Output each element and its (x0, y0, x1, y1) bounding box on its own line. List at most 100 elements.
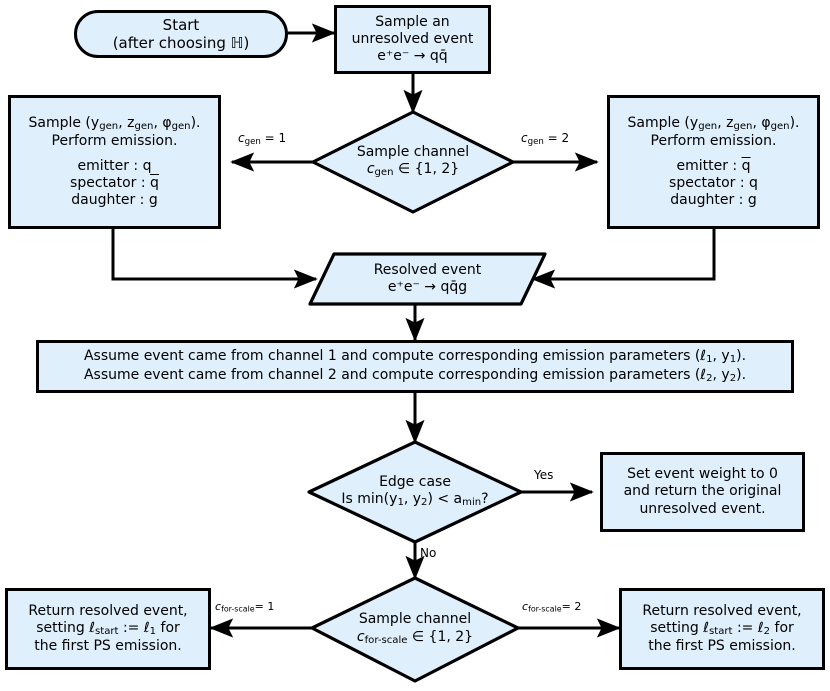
assume-line-2-y: , y (712, 366, 730, 383)
assume-line-1-close: ). (736, 348, 747, 365)
for-scale-var: c (356, 628, 365, 645)
node-set-weight-zero[interactable]: Set event weight to 0 and return the ori… (600, 452, 805, 532)
emission-left-sub3: gen (171, 120, 191, 132)
emission-right-sample-line: Sample (ygen, zgen, φgen). (627, 115, 799, 133)
resolved-event-formula: e⁺e⁻ → qq̄g (387, 279, 468, 295)
start-line-2: (after choosing ℍ) (112, 34, 250, 52)
emission-left-l1c: , φ (153, 114, 172, 131)
emission-right-sub2: gen (733, 120, 753, 132)
emission-left-spacer (28, 150, 200, 158)
node-return-right[interactable]: Return resolved event, setting ℓstart :=… (619, 588, 825, 670)
return-right-ell2: ℓ (757, 619, 764, 636)
edge-case-sub2: 2 (421, 497, 428, 509)
emission-left-sample-line: Sample (ygen, zgen, φgen). (28, 115, 200, 133)
node-sample-unresolved-event[interactable]: Sample an unresolved event e⁺e⁻ → qq̄ (334, 5, 491, 74)
emission-right-l1b: , z (717, 114, 734, 131)
return-right-ellsub: start (709, 625, 733, 637)
emission-left-sub2: gen (134, 120, 154, 132)
return-left-ell2sub: 1 (149, 625, 157, 637)
for-scale-sub: for-scale (364, 635, 408, 647)
node-start[interactable]: Start (after choosing ℍ) (74, 10, 288, 58)
emission-right-daughter-value: g (747, 192, 757, 209)
node-emission-left[interactable]: Sample (ygen, zgen, φgen). Perform emiss… (8, 95, 221, 229)
sample-unresolved-formula: e⁺e⁻ → qq̄ (377, 48, 448, 65)
return-left-setting: setting (36, 619, 90, 636)
edge-right-to-resolved (531, 229, 716, 289)
emission-right-l1c: , φ (752, 114, 771, 131)
assume-line-1-y: , y (712, 348, 730, 365)
diamond-gen-var: c (366, 161, 375, 178)
cfs1-rest: = 1 (254, 600, 275, 613)
emission-right-sub3: gen (770, 120, 790, 132)
edge-case-line-2: Is min(y1, y2) < amin? (341, 491, 488, 510)
return-left-ellsub: start (95, 625, 119, 637)
node-edge-case[interactable]: Edge case Is min(y1, y2) < amin? (309, 442, 521, 542)
cfs1-var: c (215, 600, 222, 613)
emission-right-daughter-row: daughter : g (627, 192, 799, 209)
emission-left-sub1: gen (99, 120, 119, 132)
emission-left-daughter-label: daughter : (71, 192, 149, 209)
emission-right-spectator-value: q (749, 175, 758, 192)
assume-line-2: Assume event came from channel 2 and com… (84, 367, 746, 385)
return-right-ell2sub: 2 (763, 625, 771, 637)
assume-line-2-text: Assume event came from channel 2 and com… (83, 366, 701, 383)
node-emission-right[interactable]: Sample (ygen, zgen, φgen). Perform emiss… (607, 95, 820, 229)
return-right-line-2: setting ℓstart := ℓ2 for (642, 620, 801, 638)
return-right-setting: setting (650, 619, 704, 636)
edge-label-no: No (420, 546, 437, 560)
return-left-line-2: setting ℓstart := ℓ1 for (28, 620, 187, 638)
emission-right-spectator-label: spectator : (669, 175, 750, 192)
return-left-assign: := (118, 619, 144, 636)
set-weight-line-2: and return the original (623, 483, 782, 500)
return-right-assign: := (732, 619, 758, 636)
edge-case-qmark: ? (481, 491, 489, 508)
emission-left-emitter-label: emitter : (77, 158, 143, 174)
cfs1-sub: for-scale (221, 604, 255, 614)
emission-left-emitter-row: emitter : q (28, 158, 200, 175)
set-weight-line-3: unresolved event. (639, 500, 766, 517)
assume-line-2-close: ). (736, 366, 747, 383)
return-right-ell: ℓ (703, 619, 710, 636)
emission-right-l1d: ). (789, 114, 800, 131)
node-sample-channel-for-scale[interactable]: Sample channel cfor-scale ∈ {1, 2} (312, 578, 518, 681)
emission-right-l1a: Sample (y (627, 114, 699, 131)
emission-right-spacer (627, 150, 799, 158)
diamond-gen-line-2: cgen ∈ {1, 2} (357, 161, 469, 180)
return-right-for: for (770, 619, 794, 636)
assume-line-2-ellsub: 2 (706, 372, 713, 384)
emission-left-l1b: , z (118, 114, 135, 131)
edge-case-amin: ) < a (427, 491, 463, 508)
resolved-event-line-1: Resolved event (373, 261, 482, 278)
emission-left-spectator-value: q (150, 175, 159, 192)
edge-case-y2: , y (403, 491, 422, 508)
emission-left-l1d: ). (190, 114, 201, 131)
sample-unresolved-line-2: unresolved event (351, 30, 474, 47)
node-return-left[interactable]: Return resolved event, setting ℓstart :=… (5, 588, 211, 670)
assume-line-2-ysub: 2 (729, 372, 737, 384)
emission-right-spectator-row: spectator : q (627, 175, 799, 192)
cgen1-sub: gen (244, 136, 261, 147)
edge-case-sub1: 1 (397, 497, 404, 509)
cgen2-var: c (521, 131, 528, 145)
assume-line-2-ell: ℓ (700, 366, 707, 383)
emission-left-l1a: Sample (y (28, 114, 100, 131)
emission-right-daughter-label: daughter : (670, 192, 748, 209)
for-scale-rest: ∈ {1, 2} (407, 628, 474, 645)
cfs2-sub: for-scale (528, 604, 562, 614)
emission-left-daughter-value: g (148, 192, 158, 209)
return-left-line-1: Return resolved event, (28, 602, 188, 619)
cgen2-rest: = 2 (543, 131, 570, 145)
node-sample-channel-gen[interactable]: Sample channel cgen ∈ {1, 2} (313, 112, 513, 212)
set-weight-line-1: Set event weight to 0 (627, 466, 778, 483)
node-assume-channels[interactable]: Assume event came from channel 1 and com… (36, 340, 794, 393)
edge-label-cgen-2: cgen = 2 (521, 131, 569, 147)
diamond-gen-line-1: Sample channel (356, 143, 470, 160)
node-resolved-event[interactable]: Resolved event e⁺e⁻ → qq̄g (310, 254, 545, 304)
emission-right-emitter-row: emitter : q (627, 158, 799, 175)
start-line-1: Start (162, 15, 200, 34)
return-left-line-3: the first PS emission. (34, 638, 182, 655)
emission-right-perform: Perform emission. (650, 133, 777, 150)
edge-label-cforscale-2: cfor-scale= 2 (522, 600, 581, 614)
return-left-ell: ℓ (89, 619, 96, 636)
